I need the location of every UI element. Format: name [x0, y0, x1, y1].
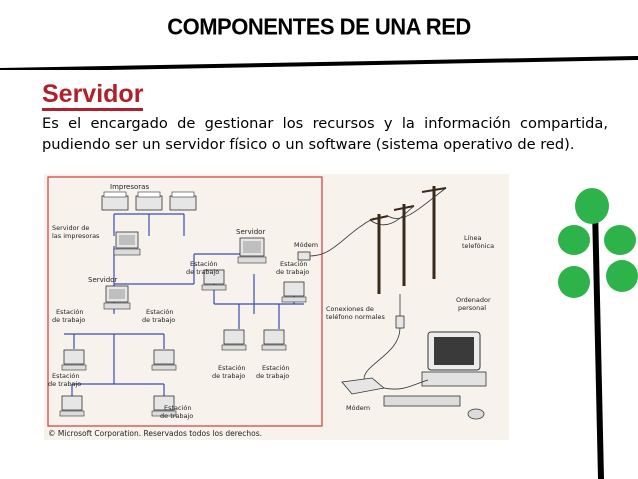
modem-top-label: Módem [294, 241, 318, 249]
slide-title: COMPONENTES DE UNA RED [167, 13, 471, 40]
svg-text:Estación: Estación [56, 308, 84, 316]
svg-text:de trabajo: de trabajo [52, 316, 85, 324]
server-center: Servidor [236, 228, 267, 264]
copyright-text: © Microsoft Corporation. Reservados todo… [48, 429, 262, 438]
network-diagram-svg: Impresoras Servidor de las impresoras Se… [47, 176, 494, 438]
svg-text:de trabajo: de trabajo [276, 268, 309, 276]
telephone-poles [369, 186, 447, 294]
tree-leaf [558, 225, 590, 255]
svg-text:de trabajo: de trabajo [48, 380, 81, 388]
svg-text:Estación: Estación [52, 372, 80, 380]
svg-text:Estación: Estación [262, 364, 290, 372]
phone-line-label-2: telefónica [462, 242, 494, 250]
print-server-label-line1: Servidor de [52, 224, 89, 232]
svg-text:de trabajo: de trabajo [142, 316, 175, 324]
workstations: Estación de trabajo Estación de trabajo … [48, 260, 309, 420]
modem-bottom: Módem [341, 377, 429, 412]
svg-text:Estación: Estación [190, 260, 218, 268]
server-center-label: Servidor [236, 228, 265, 236]
svg-text:Estación: Estación [280, 260, 308, 268]
svg-text:de trabajo: de trabajo [160, 412, 193, 420]
lan-boundary [47, 176, 323, 427]
svg-text:Estación: Estación [146, 308, 174, 316]
svg-text:de trabajo: de trabajo [186, 268, 219, 276]
tree-trunk [592, 208, 604, 479]
svg-text:de trabajo: de trabajo [256, 372, 289, 380]
section-heading: Servidor [42, 80, 144, 111]
tree-decoration [558, 188, 638, 479]
pc-label-2: personal [458, 304, 486, 312]
lan-cables [64, 213, 304, 396]
phone-wires [369, 187, 447, 226]
phone-conn-label-2: teléfono normales [326, 313, 386, 321]
network-diagram: Impresoras Servidor de las impresoras Se… [44, 174, 509, 440]
modem-bottom-label: Módem [346, 404, 370, 412]
tree-leaf [606, 260, 638, 292]
pc-label-1: Ordenador [456, 296, 491, 304]
print-server: Servidor de las impresoras [52, 224, 141, 256]
personal-computer: Ordenador personal [383, 296, 491, 420]
server-left-label: Servidor [88, 276, 117, 284]
server-left: Servidor [88, 276, 131, 310]
phone-line-label-1: Línea [464, 234, 482, 242]
body-paragraph: Es el encargado de gestionar los recurso… [42, 115, 608, 153]
title-underline [0, 56, 638, 70]
tree-leaf [558, 266, 590, 298]
svg-text:Estación: Estación [218, 364, 246, 372]
phone-conn-label-1: Conexiones de [326, 305, 374, 313]
modem-top: Módem [294, 217, 375, 261]
phone-jack: Conexiones de teléfono normales [326, 294, 405, 380]
tree-leaf [604, 225, 636, 255]
tree-leaf [575, 188, 609, 224]
svg-text:Estación: Estación [164, 404, 192, 412]
svg-text:de trabajo: de trabajo [212, 372, 245, 380]
printers-group: Impresoras [101, 183, 197, 211]
print-server-label-line2: las impresoras [52, 232, 100, 240]
printers-label: Impresoras [110, 183, 149, 191]
